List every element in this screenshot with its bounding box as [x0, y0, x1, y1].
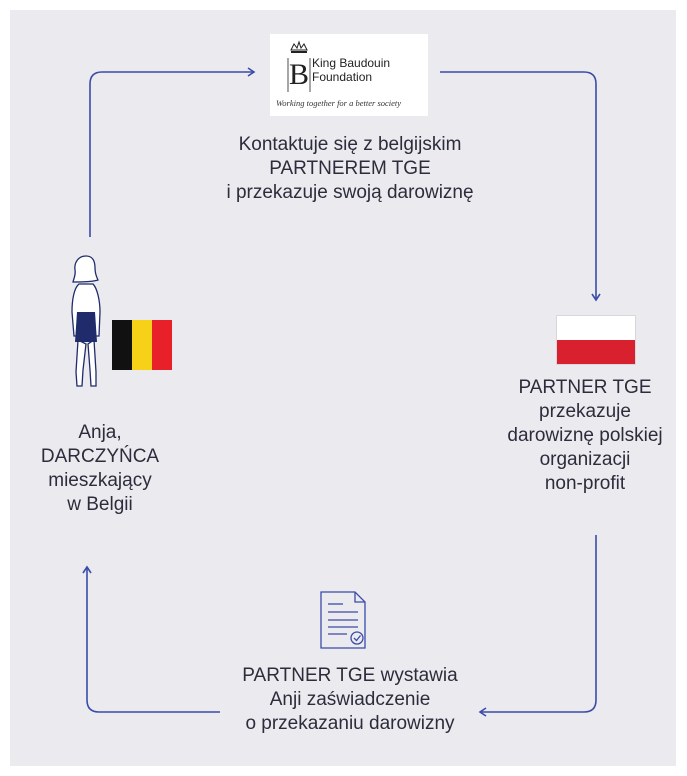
arrow-foundation-to-partner [440, 71, 601, 302]
logo-org-name-line2: Foundation [312, 70, 373, 84]
svg-text:B: B [289, 58, 309, 91]
crown-monogram-icon: B [287, 40, 311, 92]
logo-org-name-line1: King Baudouin [312, 56, 391, 70]
arrow-certificate-to-donor [82, 565, 220, 713]
diagram-panel [10, 10, 676, 766]
arrow-donor-to-foundation [89, 67, 256, 237]
logo-tagline: Working together for a better society [276, 98, 402, 108]
king-baudouin-logo: B King Baudouin Foundation Working toget… [270, 34, 428, 116]
step-bottom-text: PARTNER TGE wystawia Anji zaświadczenie … [242, 665, 458, 734]
donor-label: Anja, DARCZYŃCA mieszkający w Belgii [40, 422, 160, 515]
certificate-document-icon [320, 591, 366, 649]
step-right-text: PARTNER TGE przekazuje darowiznę polskie… [507, 377, 663, 494]
poland-flag-icon [556, 315, 636, 365]
step-top-text: Kontaktuje się z belgijskim PARTNEREM TG… [226, 134, 474, 203]
woman-figure-icon [71, 255, 101, 387]
belgium-flag-icon [112, 320, 172, 370]
arrow-partner-to-certificate [478, 535, 597, 717]
